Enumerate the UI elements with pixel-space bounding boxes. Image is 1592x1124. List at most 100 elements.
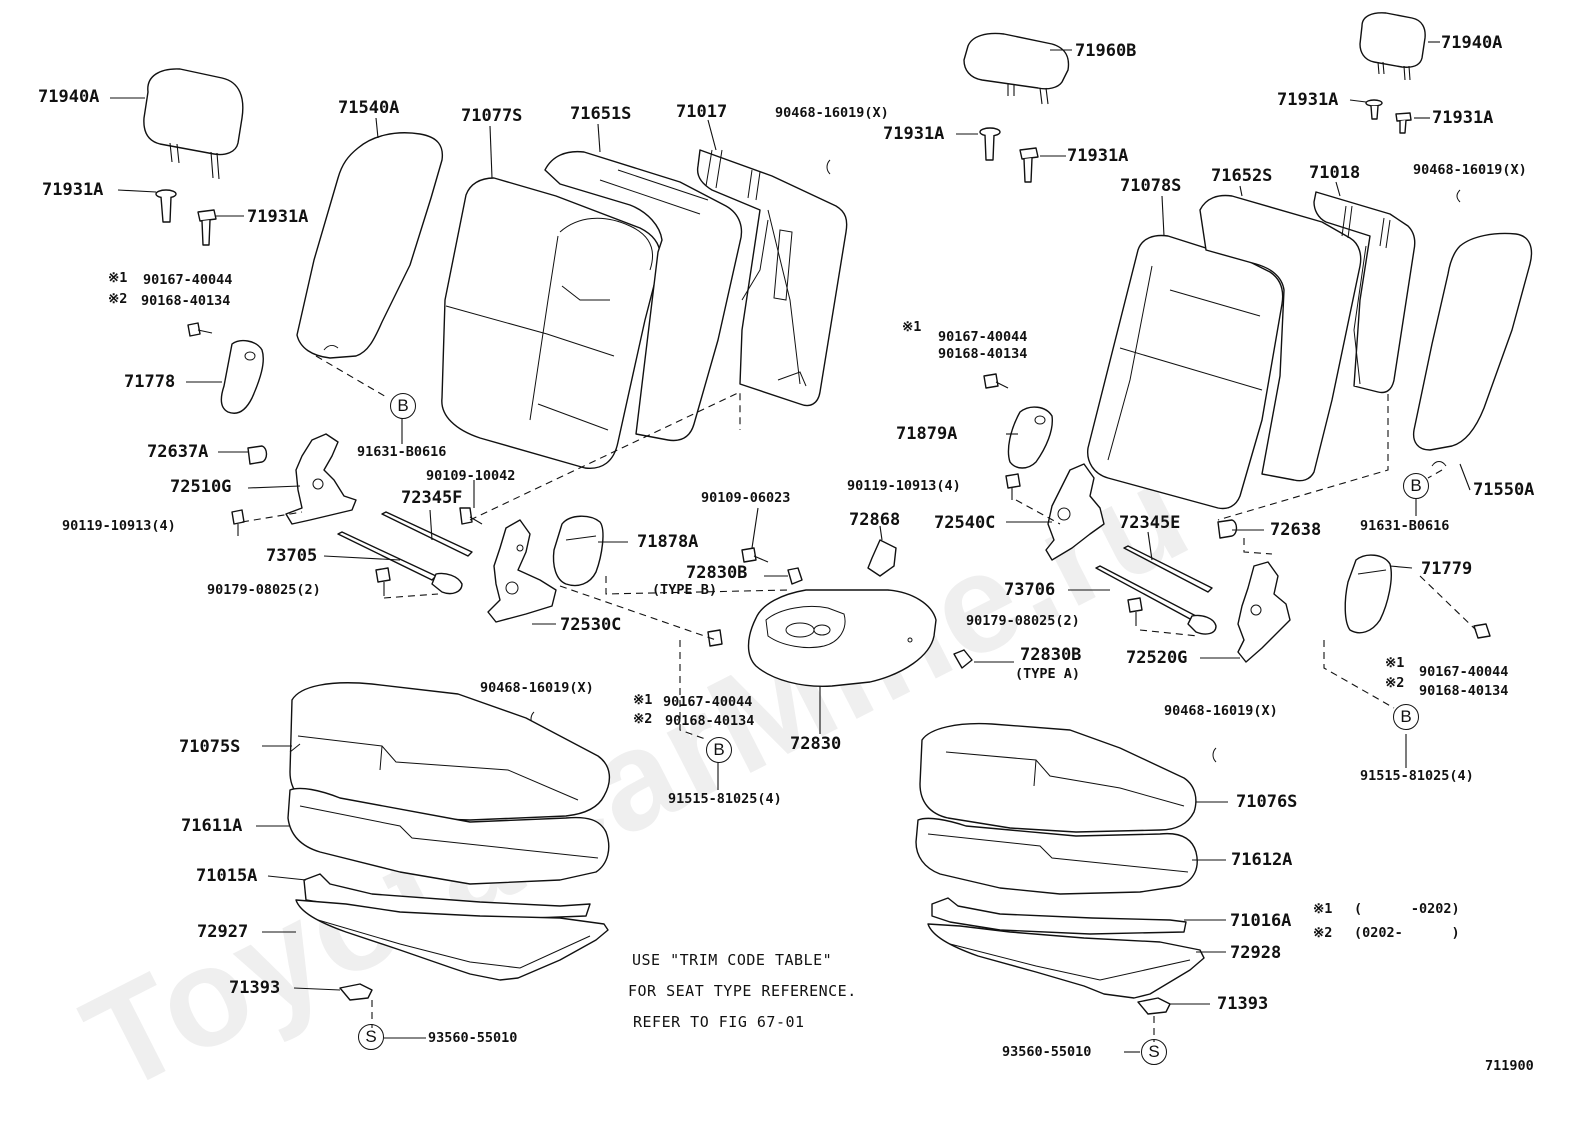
seatback-frame-71018-drawing bbox=[1313, 191, 1416, 394]
part-label-72345f: 72345F bbox=[401, 488, 463, 508]
part-label-72530c: 72530C bbox=[560, 615, 622, 635]
part-label-90468-16019-mid-left: 90468-16019(X) bbox=[480, 680, 594, 696]
part-label-72928: 72928 bbox=[1230, 943, 1282, 963]
part-label-93560-55010-left: 93560-55010 bbox=[428, 1030, 518, 1046]
part-label-90468-16019-top-right: 90468-16019(X) bbox=[1413, 162, 1527, 178]
legend-mark-1: ※1 bbox=[1313, 901, 1333, 917]
mark-1-right: ※1 bbox=[902, 319, 922, 335]
part-label-71018: 71018 bbox=[1309, 163, 1361, 183]
leader-lines bbox=[110, 41, 1471, 1053]
part-label-71078s: 71078S bbox=[1120, 176, 1182, 196]
part-label-71393-right: 71393 bbox=[1217, 994, 1269, 1014]
part-label-71393-left: 71393 bbox=[229, 978, 281, 998]
part-label-73706: 73706 bbox=[1004, 580, 1056, 600]
side-cushion-71540a-drawing bbox=[296, 132, 444, 359]
part-label-72868: 72868 bbox=[849, 510, 901, 530]
part-label-91631-b0616-left: 91631-B0616 bbox=[357, 444, 447, 460]
mark-1-far-right: ※1 bbox=[1385, 655, 1405, 671]
seat-cushion-left-drawing bbox=[287, 682, 611, 1001]
part-label-90167-40044-center: 90167-40044 bbox=[663, 694, 753, 710]
part-label-71878a: 71878A bbox=[637, 532, 699, 552]
hardware-center-drawing bbox=[707, 539, 973, 669]
part-label-71931a-center-1: 71931A bbox=[883, 124, 945, 144]
guide-pins-left-drawing bbox=[155, 189, 217, 246]
seatback-71078s-drawing bbox=[1087, 234, 1284, 510]
part-label-71931a-center-2: 71931A bbox=[1067, 146, 1129, 166]
part-label-90168-40134-left: 90168-40134 bbox=[141, 293, 231, 309]
part-label-73705: 73705 bbox=[266, 546, 318, 566]
note-line-1: USE "TRIM CODE TABLE" bbox=[632, 951, 833, 969]
callout-b-center: B bbox=[706, 737, 732, 763]
part-label-72830b-type-a: 72830B bbox=[1020, 645, 1082, 665]
part-label-71611a: 71611A bbox=[181, 816, 243, 836]
part-label-71017: 71017 bbox=[676, 102, 728, 122]
seatback-pad-71651s-drawing bbox=[544, 150, 743, 442]
part-label-72345e: 72345E bbox=[1119, 513, 1181, 533]
part-label-90168-40134-far-right: 90168-40134 bbox=[1419, 683, 1509, 699]
part-label-90119-10913-left: 90119-10913(4) bbox=[62, 518, 176, 534]
part-label-71778: 71778 bbox=[124, 372, 176, 392]
seatback-71077s-drawing bbox=[441, 177, 662, 469]
part-label-71960b: 71960B bbox=[1075, 41, 1137, 61]
part-label-90119-10913-right: 90119-10913(4) bbox=[847, 478, 961, 494]
mark-2-center: ※2 bbox=[633, 711, 653, 727]
part-label-90468-16019-low-right: 90468-16019(X) bbox=[1164, 703, 1278, 719]
part-label-93560-55010-right: 93560-55010 bbox=[1002, 1044, 1092, 1060]
part-label-71651s: 71651S bbox=[570, 104, 632, 124]
part-label-71075s: 71075S bbox=[179, 737, 241, 757]
part-label-72830: 72830 bbox=[790, 734, 842, 754]
side-cushion-71550a-drawing bbox=[1412, 232, 1533, 451]
guide-pins-center-drawing bbox=[979, 127, 1039, 183]
part-label-71652s: 71652S bbox=[1211, 166, 1273, 186]
guide-pins-right-drawing bbox=[1365, 99, 1412, 134]
seat-cushion-right-drawing bbox=[915, 722, 1205, 1015]
type-a-note: (TYPE A) bbox=[1015, 666, 1081, 682]
part-label-71077s: 71077S bbox=[461, 106, 523, 126]
hardware-left-drawing bbox=[187, 322, 604, 623]
part-label-90179-08025-left: 90179-08025(2) bbox=[207, 582, 321, 598]
part-label-71931a-right-2: 71931A bbox=[1432, 108, 1494, 128]
part-label-71540a: 71540A bbox=[338, 98, 400, 118]
callout-b-right-lower: B bbox=[1393, 704, 1419, 730]
mark-2-left: ※2 bbox=[108, 291, 128, 307]
callout-s-left: S bbox=[358, 1024, 384, 1050]
part-label-71016a: 71016A bbox=[1230, 911, 1292, 931]
note-line-2: FOR SEAT TYPE REFERENCE. bbox=[628, 982, 857, 1000]
part-label-71779: 71779 bbox=[1421, 559, 1473, 579]
part-label-71931a-left-1: 71931A bbox=[42, 180, 104, 200]
legend-mark-2: ※2 bbox=[1313, 925, 1333, 941]
callout-b-left: B bbox=[390, 393, 416, 419]
part-label-71940a-left: 71940A bbox=[38, 87, 100, 107]
hardware-right-drawing bbox=[530, 159, 1491, 763]
part-label-72927: 72927 bbox=[197, 922, 249, 942]
part-label-71550a: 71550A bbox=[1473, 480, 1535, 500]
part-label-72637a: 72637A bbox=[147, 442, 209, 462]
legend-range-1: ( -0202) bbox=[1354, 901, 1460, 917]
part-label-71940a-right: 71940A bbox=[1441, 33, 1503, 53]
part-label-72540c: 72540C bbox=[934, 513, 996, 533]
part-label-90168-40134-right: 90168-40134 bbox=[938, 346, 1028, 362]
dashed-connectors bbox=[241, 355, 1477, 1042]
part-label-71931a-left-2: 71931A bbox=[247, 207, 309, 227]
part-label-90468-16019-top-left: 90468-16019(X) bbox=[775, 105, 889, 121]
part-label-72638: 72638 bbox=[1270, 520, 1322, 540]
part-label-72830b-type-b: 72830B bbox=[686, 563, 748, 583]
parts-diagram: ToyotaCarMine.ru bbox=[38, 12, 1535, 1122]
note-line-3: REFER TO FIG 67-01 bbox=[633, 1013, 805, 1031]
part-label-90179-08025-right: 90179-08025(2) bbox=[966, 613, 1080, 629]
mark-2-far-right: ※2 bbox=[1385, 675, 1405, 691]
part-label-90109-06023: 90109-06023 bbox=[701, 490, 791, 506]
figure-id: 711900 bbox=[1485, 1058, 1534, 1074]
callout-b-right-upper: B bbox=[1403, 473, 1429, 499]
part-label-71015a: 71015A bbox=[196, 866, 258, 886]
part-label-90167-40044-far-right: 90167-40044 bbox=[1419, 664, 1509, 680]
part-label-90109-10042: 90109-10042 bbox=[426, 468, 516, 484]
mark-1-left: ※1 bbox=[108, 270, 128, 286]
part-label-72510g: 72510G bbox=[170, 477, 232, 497]
part-label-90167-40044-left: 90167-40044 bbox=[143, 272, 233, 288]
seatback-frame-71017-drawing bbox=[696, 149, 848, 407]
mark-1-center: ※1 bbox=[633, 692, 653, 708]
part-label-91515-81025-left: 91515-81025(4) bbox=[668, 791, 782, 807]
callout-s-right: S bbox=[1141, 1039, 1167, 1065]
armrest-72830-drawing bbox=[747, 589, 937, 688]
